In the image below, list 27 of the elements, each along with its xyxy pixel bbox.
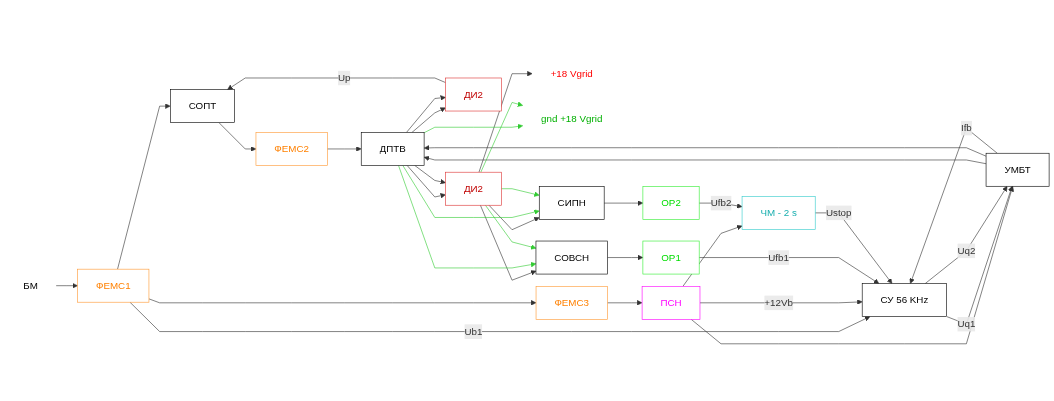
- edge-label: Up: [338, 72, 351, 83]
- node-box: ПСН: [641, 286, 701, 320]
- node-box: СУ 56 KHz: [861, 283, 947, 317]
- node-text: БМ: [23, 280, 38, 291]
- edge-label: Ustop: [825, 207, 852, 218]
- node-box: ДИ2: [445, 77, 502, 112]
- edge-label: +12Vb: [764, 297, 793, 308]
- node-box: ОР1: [642, 240, 700, 275]
- node-box: УМБТ: [985, 152, 1050, 187]
- edge-label: Ufb1: [768, 252, 789, 263]
- node-box: ДПТВ: [360, 132, 425, 166]
- node-text: +18 Vgrid: [550, 68, 593, 79]
- node-box: ЧМ - 2 s: [741, 196, 816, 230]
- edge-label: Ufb2: [710, 197, 732, 208]
- node-text: gnd +18 Vgrid: [541, 113, 603, 124]
- edge-label: Ifb: [960, 122, 972, 134]
- node-box: СОПТ: [170, 89, 235, 123]
- edge-label: Uq2: [957, 245, 976, 256]
- edge-label: Ub1: [464, 326, 483, 337]
- node-box: СИПН: [538, 186, 605, 220]
- edge-label: Uq1: [957, 318, 976, 330]
- node-box: СОВСН: [535, 240, 608, 275]
- node-box: ФЕМС2: [255, 132, 328, 166]
- node-box: ДИ2: [445, 171, 502, 206]
- node-box: ОР2: [642, 186, 700, 220]
- node-box: ФЕМС1: [77, 268, 150, 303]
- node-box: ФЕМС3: [535, 286, 608, 320]
